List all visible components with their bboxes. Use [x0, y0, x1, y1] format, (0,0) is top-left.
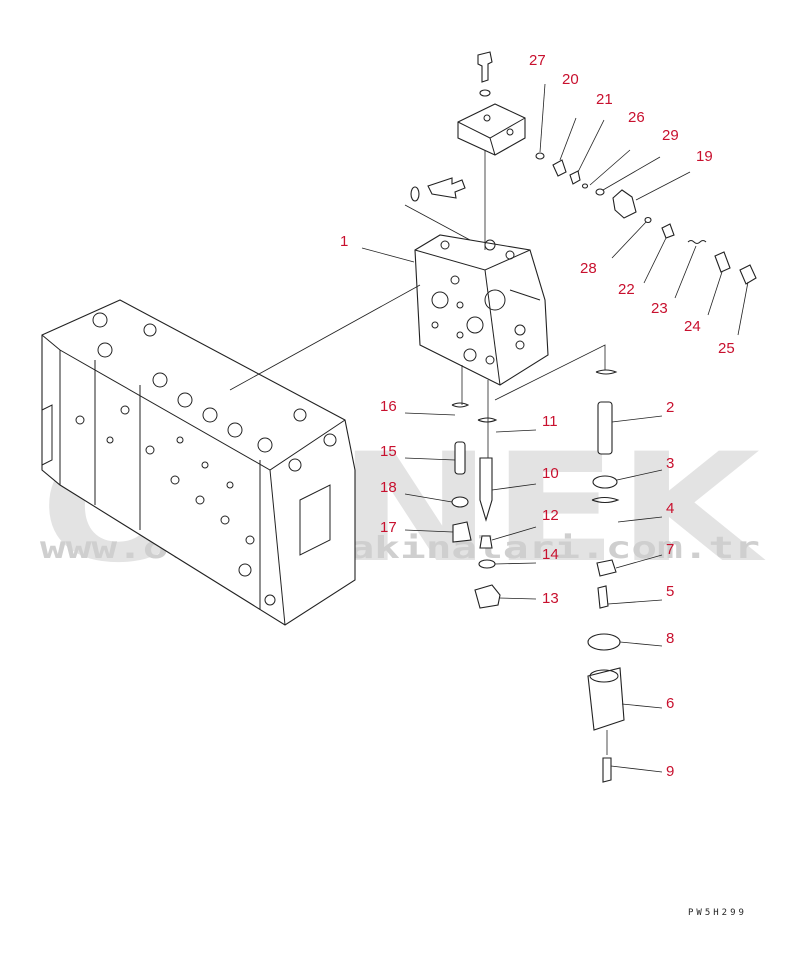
callout-3: 3	[666, 455, 674, 472]
callout-12: 12	[542, 507, 559, 524]
callout-17: 17	[380, 519, 397, 536]
callout-4: 4	[666, 500, 674, 517]
drawing-code: PW5H299	[688, 908, 747, 918]
callout-25: 25	[718, 340, 735, 357]
callout-18: 18	[380, 479, 397, 496]
bolt-washer	[404, 177, 471, 241]
callout-15: 15	[380, 443, 397, 460]
spool-parts-center	[451, 365, 501, 609]
callout-10: 10	[542, 465, 559, 482]
callout-20: 20	[562, 71, 579, 88]
section-valve-body	[229, 234, 549, 391]
callout-1: 1	[340, 233, 348, 250]
callout-26: 26	[628, 109, 645, 126]
callout-14: 14	[542, 546, 559, 563]
callout-9: 9	[666, 763, 674, 780]
spool-parts-right	[494, 344, 625, 783]
callout-13: 13	[542, 590, 559, 607]
callout-2: 2	[666, 399, 674, 416]
main-valve-block	[41, 299, 356, 626]
cover-plate-assembly	[457, 51, 545, 250]
relief-valve-parts	[552, 159, 757, 285]
callout-27: 27	[529, 52, 546, 69]
callout-21: 21	[596, 91, 613, 108]
callout-22: 22	[618, 281, 635, 298]
callout-7: 7	[666, 541, 674, 558]
callout-24: 24	[684, 318, 701, 335]
callout-23: 23	[651, 300, 668, 317]
callout-labels: 1 2 3 4 5 6 7 8 9 10 11 12 13 14 15 16 1…	[340, 52, 735, 780]
callout-19: 19	[696, 148, 713, 165]
callout-28: 28	[580, 260, 597, 277]
callout-6: 6	[666, 695, 674, 712]
callout-29: 29	[662, 127, 679, 144]
leader-lines	[361, 83, 749, 773]
callout-8: 8	[666, 630, 674, 647]
callout-11: 11	[542, 413, 558, 430]
callout-5: 5	[666, 583, 674, 600]
callout-16: 16	[380, 398, 397, 415]
